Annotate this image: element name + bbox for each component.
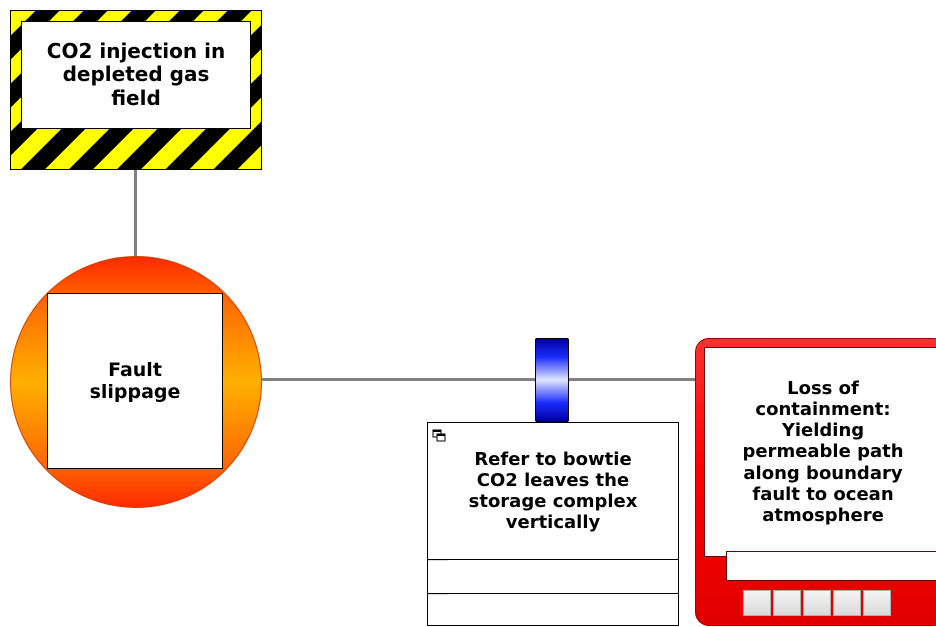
- barrier-reference-box[interactable]: Refer to bowtie CO2 leaves the storage c…: [427, 422, 679, 626]
- top-event-cell[interactable]: [863, 590, 891, 616]
- escalation-barrier[interactable]: [535, 338, 569, 422]
- top-event-cell[interactable]: [803, 590, 831, 616]
- hazard-label: CO2 injection in depleted gas field: [21, 21, 251, 129]
- barrier-reference-label: Refer to bowtie CO2 leaves the storage c…: [468, 448, 638, 534]
- top-event-attribute-field[interactable]: [726, 551, 936, 581]
- threat-to-top-event-connector: [262, 378, 695, 381]
- top-event-cell-strip: [743, 590, 893, 618]
- hazard-box[interactable]: CO2 injection in depleted gas field: [10, 10, 262, 170]
- barrier-attribute-row[interactable]: [428, 559, 678, 593]
- top-event-cell[interactable]: [833, 590, 861, 616]
- linked-diagram-icon[interactable]: [432, 429, 446, 443]
- top-event-box[interactable]: Loss of containment: Yielding permeable …: [695, 338, 936, 626]
- top-event-label: Loss of containment: Yielding permeable …: [704, 347, 936, 557]
- barrier-attribute-row[interactable]: [428, 593, 678, 627]
- top-event-cell[interactable]: [773, 590, 801, 616]
- top-event-cell[interactable]: [743, 590, 771, 616]
- threat-label[interactable]: Fault slippage: [47, 293, 223, 469]
- hazard-to-threat-connector: [134, 170, 137, 256]
